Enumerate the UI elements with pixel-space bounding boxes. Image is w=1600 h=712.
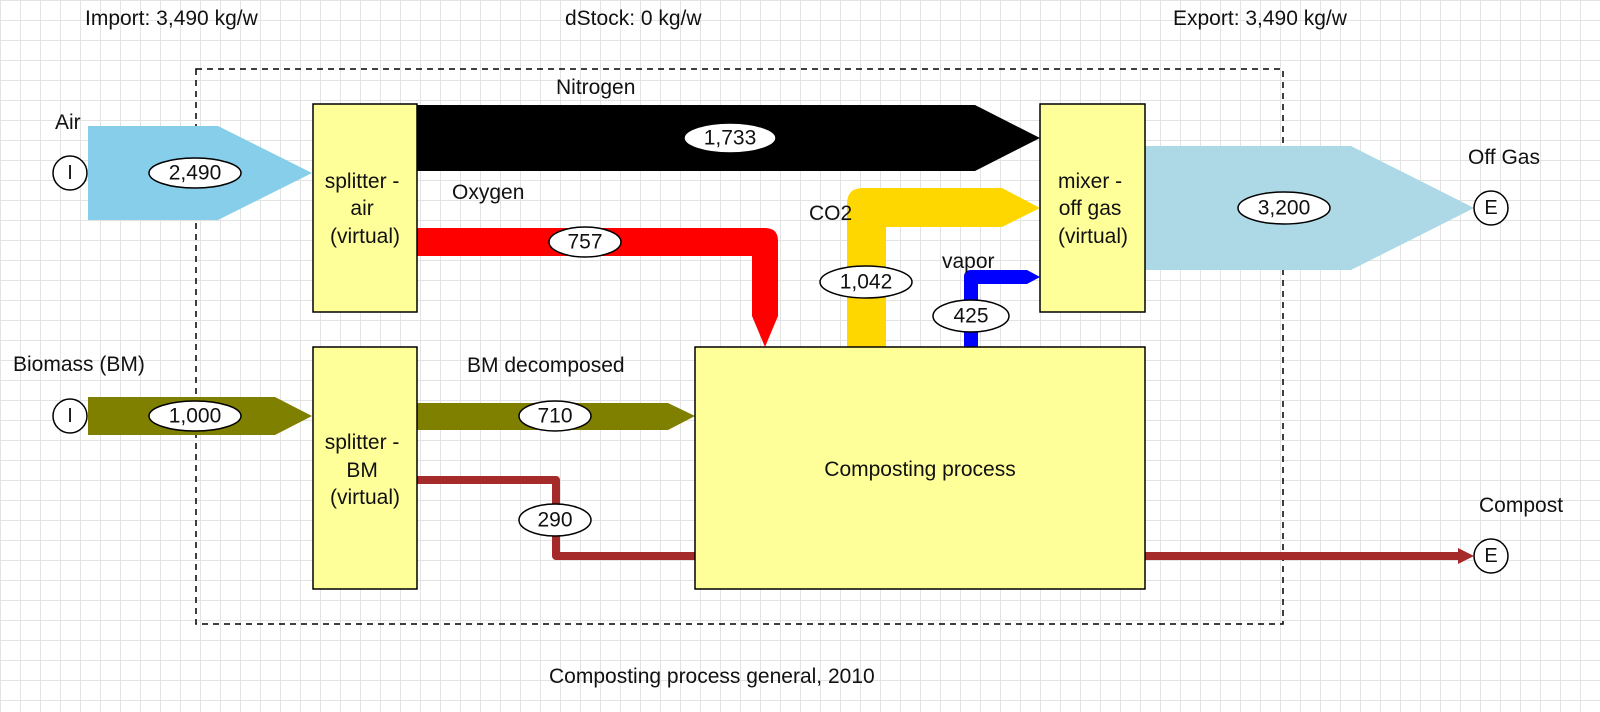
- composting-box: [694, 346, 1146, 590]
- bm-rest-value-badge: 290: [518, 503, 592, 537]
- compost-export-symbol: E: [1484, 545, 1497, 567]
- compost-arrowhead: [1458, 548, 1474, 564]
- system-boundary: [195, 68, 1284, 625]
- vapor-value: 425: [953, 305, 988, 328]
- splitter-bm-line-1: splitter -: [325, 431, 400, 454]
- biomass-import-port: I: [52, 398, 88, 434]
- splitter-air-box: [312, 103, 418, 313]
- splitter-air-line-3: (virtual): [330, 225, 400, 248]
- mixer-line-2: off gas: [1059, 197, 1122, 220]
- oxygen-value: 757: [567, 231, 602, 254]
- bm-rest-value: 290: [537, 509, 572, 532]
- vapor-label: vapor: [942, 250, 995, 273]
- air-label: Air: [55, 111, 81, 134]
- air-value: 2,490: [169, 162, 222, 185]
- mixer-line-3: (virtual): [1058, 225, 1128, 248]
- compost-export-port: E: [1473, 538, 1509, 574]
- splitter-air-label: splitter - air (virtual): [325, 170, 406, 248]
- co2-label: CO2: [809, 202, 852, 225]
- off-gas-value-badge: 3,200: [1237, 191, 1331, 225]
- splitter-air-line-1: splitter -: [325, 170, 400, 193]
- air-import-symbol: I: [67, 162, 73, 184]
- biomass-value-badge: 1,000: [148, 400, 242, 432]
- export-total: Export: 3,490 kg/w: [1173, 7, 1348, 30]
- nitrogen-value-badge: 1,733: [683, 122, 777, 154]
- composting-label: Composting process: [824, 458, 1015, 481]
- splitter-bm-line-2: BM: [346, 459, 378, 482]
- bm-decomposed-label: BM decomposed: [467, 354, 625, 377]
- nitrogen-value: 1,733: [704, 127, 757, 150]
- vapor-flow: [964, 270, 1040, 347]
- bm-decomposed-value: 710: [537, 405, 572, 428]
- splitter-bm-label: splitter - BM (virtual): [325, 431, 406, 509]
- nitrogen-label: Nitrogen: [556, 76, 635, 99]
- off-gas-export-port: E: [1473, 190, 1509, 226]
- splitter-bm-line-3: (virtual): [330, 486, 400, 509]
- biomass-value: 1,000: [169, 405, 222, 428]
- off-gas-export-symbol: E: [1484, 197, 1497, 219]
- oxygen-value-badge: 757: [548, 226, 622, 258]
- splitter-air-line-2: air: [350, 197, 373, 220]
- import-total: Import: 3,490 kg/w: [85, 7, 259, 30]
- bm-decomposed-value-badge: 710: [518, 400, 592, 432]
- vapor-value-badge: 425: [932, 299, 1010, 333]
- mixer-label: mixer - off gas (virtual): [1058, 170, 1128, 248]
- air-import-port: I: [52, 155, 88, 191]
- off-gas-label: Off Gas: [1468, 146, 1540, 169]
- diagram-caption: Composting process general, 2010: [549, 665, 875, 688]
- mixer-box: [1039, 103, 1146, 313]
- co2-value-badge: 1,042: [819, 265, 913, 299]
- dstock-total: dStock: 0 kg/w: [565, 7, 702, 30]
- co2-value: 1,042: [840, 271, 893, 294]
- air-value-badge: 2,490: [148, 157, 242, 189]
- oxygen-label: Oxygen: [452, 181, 524, 204]
- off-gas-value: 3,200: [1258, 197, 1311, 220]
- biomass-import-symbol: I: [67, 405, 73, 427]
- mixer-line-1: mixer -: [1058, 170, 1122, 193]
- splitter-bm-box: [312, 346, 418, 590]
- compost-label: Compost: [1479, 494, 1563, 517]
- biomass-label: Biomass (BM): [13, 353, 145, 376]
